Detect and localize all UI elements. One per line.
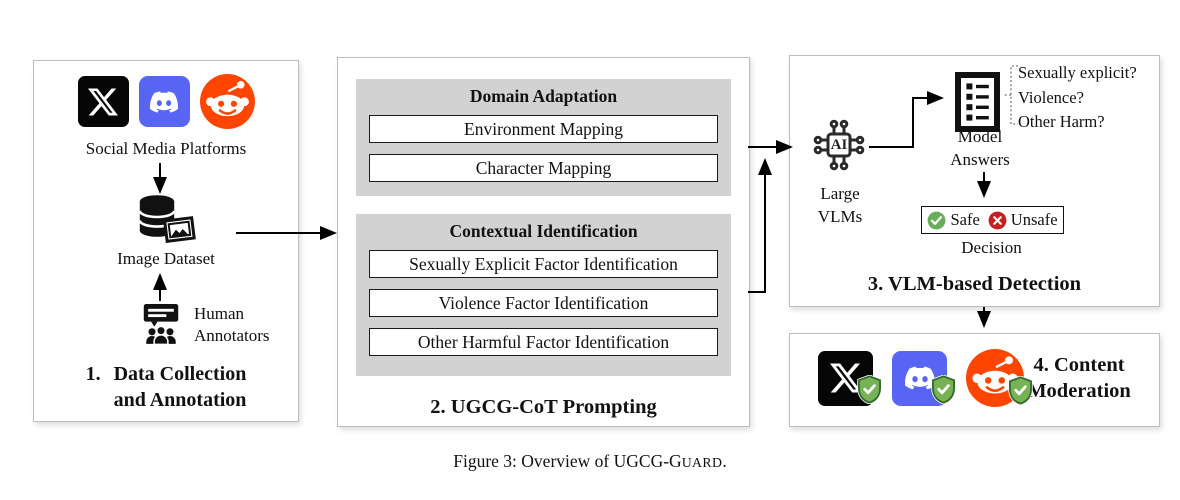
safe-unsafe-box: Safe Unsafe [921,206,1064,234]
question-sexually-explicit: Sexually explicit? [1018,63,1137,82]
human-annotators-icon [138,301,184,350]
svg-text:AI: AI [831,137,848,153]
moderated-platforms-row [818,349,1033,409]
section-title: Domain Adaptation [469,86,618,106]
question-list: Sexually explicit? Violence? Other Harm? [1018,61,1137,135]
image-dataset-icon [135,193,197,250]
shield-check-icon [1007,375,1034,410]
figure-caption: Figure 3: Overview of UGCG-GUARD. [453,451,727,471]
panel-title-data-collection: 1. Data Collection and Annotation [85,363,247,411]
model-answers-label: Model Answers [950,127,1010,169]
discord-icon [138,76,190,127]
section-domain-adaptation: Domain Adaptation Environment Mapping Ch… [356,79,731,196]
panel-title-vlm-detection: 3. VLM-based Detection [867,273,1082,295]
question-other-harm: Other Harm? [1018,112,1105,131]
image-dataset-label: Image Dataset [117,249,215,268]
reddit-icon [199,74,255,129]
panel-title-ugcg-cot: 2. UGCG-CoT Prompting [430,396,657,418]
step-environment-mapping: Environment Mapping [369,115,718,143]
unsafe-label: Unsafe [1010,210,1058,229]
panel-content-moderation: 4. Content Moderation [789,333,1160,427]
panel-ugcg-cot-prompting: Domain Adaptation Environment Mapping Ch… [337,57,750,427]
step-other-harmful-factor: Other Harmful Factor Identification [369,328,718,356]
section-contextual-identification: Contextual Identification Sexually Expli… [356,214,731,376]
checklist-icon [954,71,1001,138]
social-media-platforms-label: Social Media Platforms [85,139,247,158]
check-circle-icon [927,211,946,230]
step-character-mapping: Character Mapping [369,154,718,182]
panel-vlm-detection: AI Large VLMs Model Answers Sexually [789,55,1160,307]
arrow-contextual-join [748,158,772,293]
safe-label: Safe [950,210,980,229]
shield-check-icon [856,373,883,409]
image-photo-icon [163,216,196,243]
human-annotators-group: Human Annotators [138,301,270,350]
large-vlms-label: Large VLMs [817,184,863,226]
human-annotators-label: Human Annotators [194,304,270,345]
step-violence-factor: Violence Factor Identification [369,289,718,317]
x-icon [77,76,129,127]
section-title: Contextual Identification [449,221,638,241]
ai-chip-icon: AI [806,112,872,183]
panel-data-collection: Social Media Platforms Image Dataset [33,60,299,422]
step-sexually-explicit-factor: Sexually Explicit Factor Identification [369,250,718,278]
platform-icons-row [34,74,298,129]
panel-title-content-moderation: 4. Content Moderation [1027,354,1131,402]
x-circle-icon [988,211,1007,230]
decision-label: Decision [961,238,1022,257]
question-violence: Violence? [1018,87,1084,107]
shield-check-icon [930,373,957,409]
